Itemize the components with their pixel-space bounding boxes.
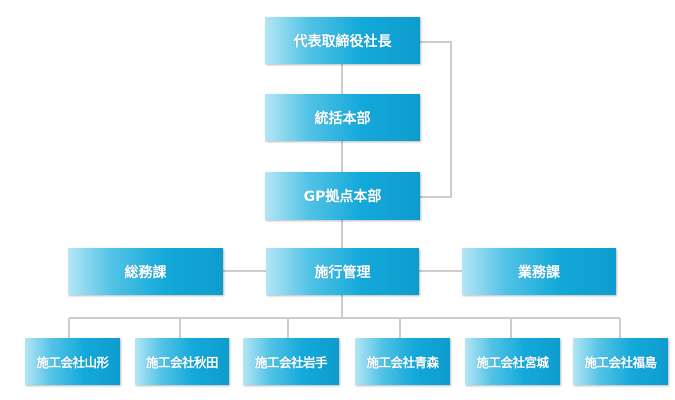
branch-yamagata-box: 施工会社山形 xyxy=(25,338,120,385)
gp-hq-box: GP拠点本部 xyxy=(265,172,420,220)
branch-iwate-label: 施工会社岩手 xyxy=(254,355,328,370)
gp-hq-label: GP拠点本部 xyxy=(303,189,382,205)
connector-ceo-gp-hq-bypass xyxy=(420,41,452,198)
branch-aomori-label: 施工会社青森 xyxy=(366,355,439,370)
branch-miyagi-label: 施工会社宮城 xyxy=(476,355,549,370)
construction-mgmt-label: 施行管理 xyxy=(314,264,371,281)
business-box: 業務課 xyxy=(462,248,616,295)
general-affairs-label: 総務課 xyxy=(124,264,167,281)
branch-iwate-box: 施工会社岩手 xyxy=(243,338,339,385)
general-hq-box: 統括本部 xyxy=(265,94,420,141)
ceo-box: 代表取締役社長 xyxy=(265,17,420,64)
general-hq-label: 統括本部 xyxy=(314,110,371,127)
branch-aomori-box: 施工会社青森 xyxy=(355,338,450,385)
general-affairs-box: 総務課 xyxy=(68,248,223,295)
branch-fukushima-label: 施工会社福島 xyxy=(584,355,657,370)
branch-fukushima-box: 施工会社福島 xyxy=(573,338,668,385)
ceo-label: 代表取締役社長 xyxy=(293,33,392,50)
business-label: 業務課 xyxy=(518,264,560,281)
branch-akita-label: 施工会社秋田 xyxy=(145,355,219,370)
branch-yamagata-label: 施工会社山形 xyxy=(36,355,109,370)
construction-mgmt-box: 施行管理 xyxy=(266,248,419,295)
branch-miyagi-box: 施工会社宮城 xyxy=(465,338,560,385)
branch-akita-box: 施工会社秋田 xyxy=(135,338,229,385)
